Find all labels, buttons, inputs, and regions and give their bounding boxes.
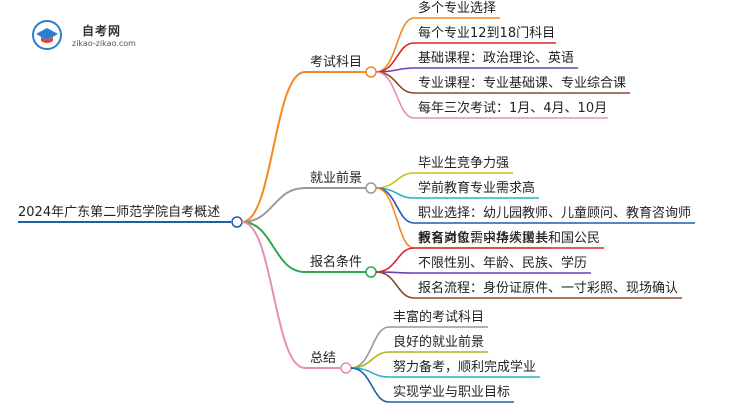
leaf-connector	[350, 367, 390, 403]
leaf-connector	[350, 351, 390, 369]
leaf-connector	[375, 187, 415, 249]
leaf-label[interactable]: 不限性别、年龄、民族、学历	[418, 256, 588, 271]
root-topic-label[interactable]: 2024年广东第二师范学院自考概述	[18, 205, 221, 220]
leaf-label[interactable]: 基础课程：政治理论、英语	[418, 51, 575, 66]
leaf-connector	[375, 71, 415, 119]
root-node-dot	[231, 216, 243, 228]
leaf-label[interactable]: 毕业生竞争力强	[418, 156, 510, 171]
leaf-label[interactable]: 教育岗位需求持续增长	[418, 231, 549, 246]
branch-node-dot-3	[365, 266, 377, 278]
logo-domain: zikao-zikao.com	[72, 39, 136, 48]
leaf-label[interactable]: 多个专业选择	[418, 1, 497, 16]
branch-node-dot-1	[365, 66, 377, 78]
branch-connector-1	[241, 71, 306, 223]
branch-label-3[interactable]: 报名条件	[310, 255, 363, 270]
branch-node-dot-2	[365, 182, 377, 194]
leaf-label[interactable]: 专业课程：专业基础课、专业综合课	[418, 76, 627, 91]
leaf-connector	[375, 187, 415, 224]
branch-label-2[interactable]: 就业前景	[310, 171, 363, 186]
leaf-label[interactable]: 丰富的考试科目	[393, 310, 485, 325]
branch-node-dot-4	[340, 362, 352, 374]
leaf-label[interactable]: 每个专业12到18门科目	[418, 26, 556, 41]
branch-connector-2	[241, 187, 306, 223]
branch-label-4[interactable]: 总结	[310, 351, 337, 366]
branch-connector-3	[241, 221, 306, 273]
branch-connector-4	[241, 221, 306, 369]
leaf-label[interactable]: 每年三次考试：1月、4月、10月	[418, 101, 608, 116]
leaf-label[interactable]: 职业选择：幼儿园教师、儿童顾问、教育咨询师	[418, 206, 692, 221]
leaf-connector	[375, 172, 415, 189]
leaf-label[interactable]: 努力备考，顺利完成学业	[393, 360, 537, 375]
leaf-label[interactable]: 学前教育专业需求高	[418, 181, 536, 196]
leaf-label[interactable]: 报名流程：身份证原件、一寸彩照、现场确认	[418, 281, 679, 296]
branch-label-1[interactable]: 考试科目	[310, 55, 363, 70]
leaf-connector	[375, 247, 415, 273]
leaf-label[interactable]: 良好的就业前景	[393, 335, 485, 350]
leaf-label[interactable]: 实现学业与职业目标	[393, 385, 511, 400]
site-logo[interactable]: 自考网 zikao-zikao.com	[32, 18, 142, 54]
graduation-cap-icon	[32, 20, 62, 50]
leaf-label[interactable]: 报名对象：中华人民共和国公民	[418, 231, 601, 246]
logo-name: 自考网	[82, 24, 122, 38]
leaf-connector	[375, 271, 415, 299]
